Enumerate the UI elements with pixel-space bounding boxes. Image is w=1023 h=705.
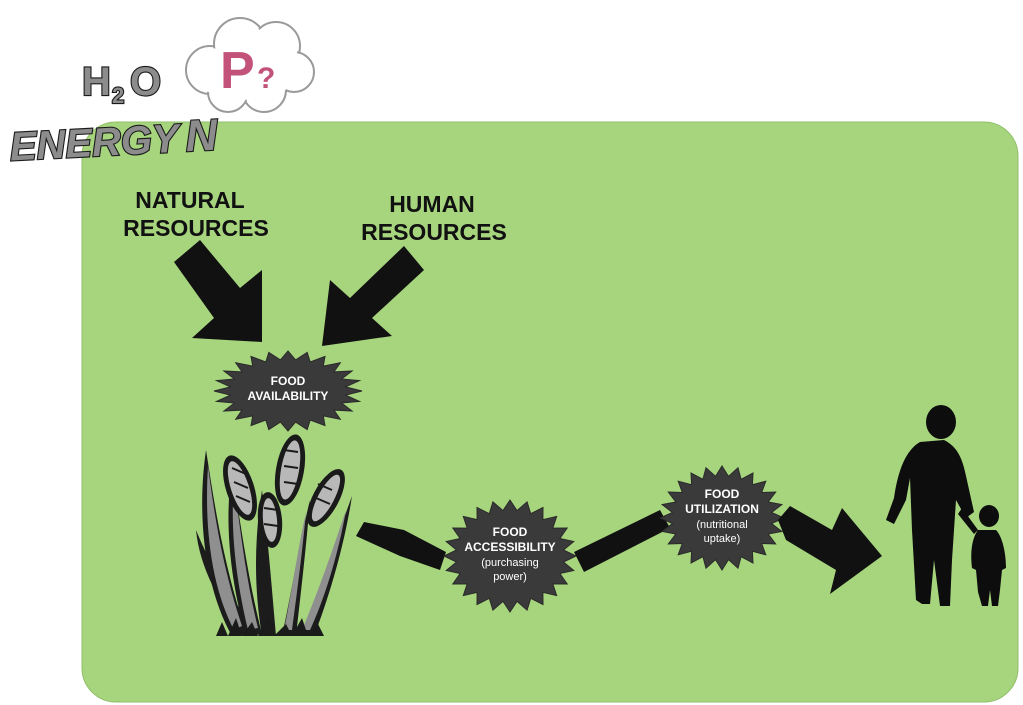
h2o-letter-o: O [130, 60, 161, 104]
food-utilization-burst: FOOD UTILIZATION (nutritional uptake) [658, 465, 786, 571]
utilization-line4: uptake) [704, 533, 741, 545]
availability-line1: FOOD [271, 374, 306, 388]
accessibility-line1: FOOD [493, 525, 528, 539]
green-panel [81, 121, 1019, 703]
arrow-accessibility-to-utilization [574, 510, 670, 572]
natural-resources-line2: RESOURCES [123, 215, 269, 241]
phosphorus-label: P [220, 42, 255, 100]
h2o-label: H 2 O [81, 59, 162, 109]
adult-and-child-silhouette-icon [886, 405, 1006, 606]
food-accessibility-burst: FOOD ACCESSIBILITY (purchasing power) [442, 499, 578, 613]
arrow-utilization-to-family [778, 506, 882, 594]
nitrogen-label: N [184, 111, 220, 162]
energy-label: ENERGY [9, 117, 183, 170]
wheat-plant-icon [196, 434, 352, 636]
availability-line2: AVAILABILITY [248, 389, 329, 403]
utilization-line2: UTILIZATION [685, 502, 759, 516]
accessibility-line3: (purchasing [481, 557, 538, 569]
utilization-line3: (nutritional [696, 519, 747, 531]
utilization-line1: FOOD [705, 487, 740, 501]
food-availability-burst: FOOD AVAILABILITY [213, 350, 363, 432]
thought-cloud-icon [185, 17, 315, 113]
accessibility-line2: ACCESSIBILITY [464, 540, 555, 554]
human-resources-line2: RESOURCES [361, 219, 507, 245]
arrow-natural-to-availability [174, 240, 262, 342]
accessibility-line4: power) [493, 571, 527, 583]
human-resources-line1: HUMAN [389, 191, 475, 217]
arrow-human-to-availability [322, 246, 424, 346]
energy-n-label: ENERGY N [8, 110, 221, 171]
natural-resources-line1: NATURAL [135, 187, 244, 213]
h2o-letter-h: H [82, 60, 111, 104]
question-mark: ? [257, 62, 275, 95]
h2o-subscript: 2 [112, 83, 124, 108]
arrow-wheat-to-accessibility [356, 522, 446, 570]
